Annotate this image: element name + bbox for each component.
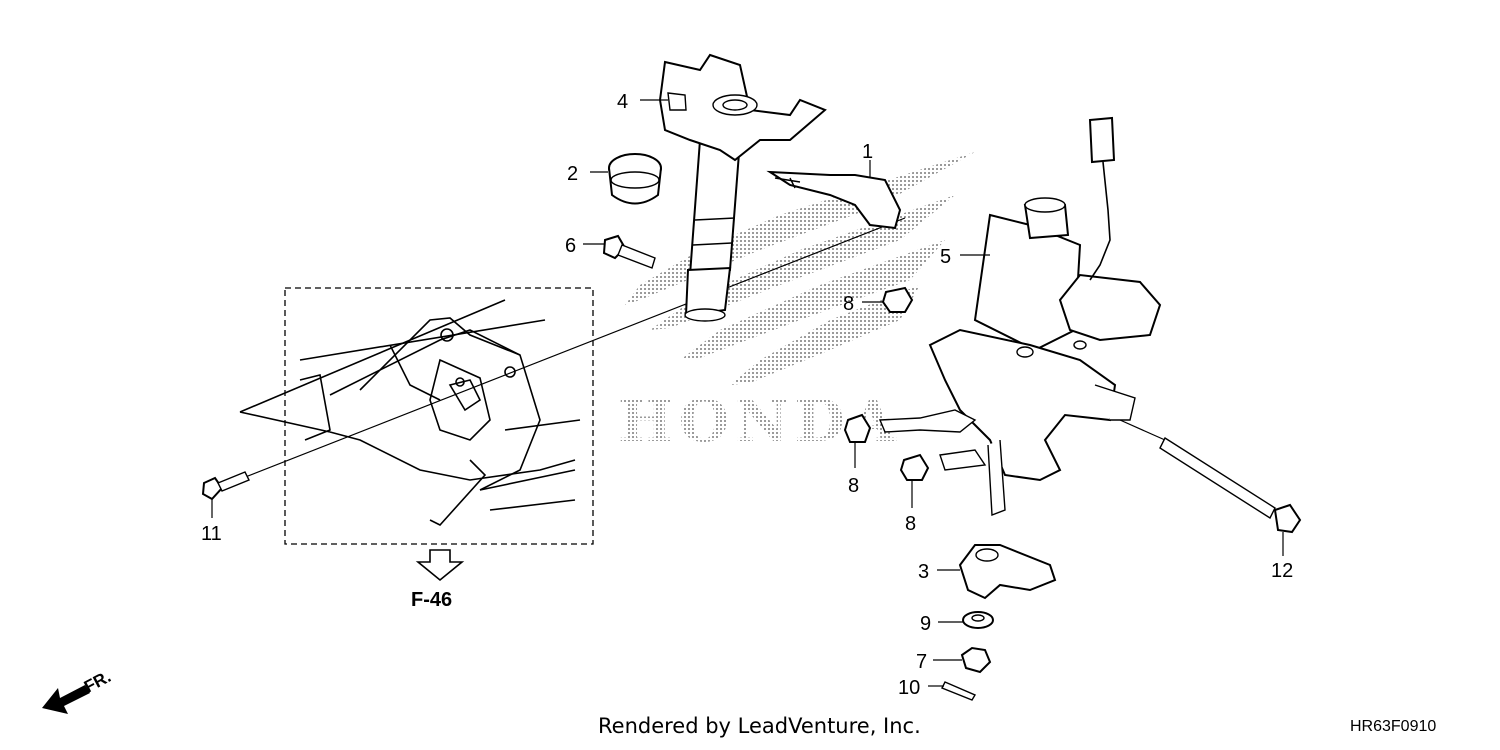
bolt-11[interactable]	[201, 471, 250, 518]
callout-11: 11	[201, 523, 222, 545]
callout-6: 6	[565, 235, 576, 257]
front-direction-arrow-icon	[42, 685, 90, 714]
clamp-1[interactable]	[766, 170, 902, 230]
nut-7[interactable]	[960, 646, 992, 674]
frame-reference-box	[239, 287, 594, 545]
callout-5: 5	[940, 246, 951, 268]
callout-leaders	[583, 99, 1284, 687]
callout-4: 4	[617, 91, 628, 113]
steering-shaft[interactable]	[684, 139, 742, 322]
callout-9: 9	[920, 613, 931, 635]
callout-3: 3	[918, 561, 929, 583]
callout-8-middle: 8	[848, 475, 859, 497]
callout-12: 12	[1271, 560, 1293, 582]
nut-8-upper[interactable]	[881, 286, 914, 313]
callout-7: 7	[916, 651, 927, 673]
bolt-12[interactable]	[1119, 419, 1302, 534]
reference-label[interactable]: F-46	[411, 589, 452, 611]
callout-1: 1	[862, 141, 873, 163]
upper-bracket-4[interactable]	[658, 53, 827, 162]
callout-2: 2	[567, 163, 578, 185]
washer-9[interactable]	[962, 611, 994, 629]
arm-3[interactable]	[958, 544, 1057, 600]
nut-8-lower[interactable]	[899, 453, 930, 481]
nut-8-middle[interactable]	[843, 413, 872, 443]
bolt-11-axis-line	[224, 217, 906, 486]
honda-watermark-logo: HONDA	[618, 152, 975, 455]
eps-unit-5[interactable]	[878, 116, 1162, 516]
grommet-2[interactable]	[608, 153, 662, 205]
footer-credit: Rendered by LeadVenture, Inc.	[598, 714, 921, 738]
frame-drawing	[239, 299, 581, 526]
diagram-code: HR63F0910	[1350, 718, 1436, 735]
callout-8-upper: 8	[843, 293, 854, 315]
bolt-6[interactable]	[602, 234, 656, 269]
callout-8-lower: 8	[905, 513, 916, 535]
callout-10: 10	[898, 677, 920, 699]
cotter-pin-10[interactable]	[941, 681, 977, 701]
reference-arrow-icon[interactable]	[415, 549, 465, 582]
